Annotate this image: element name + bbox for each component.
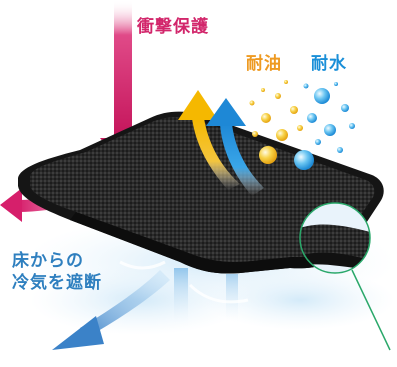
water-droplet-icon	[294, 82, 355, 170]
water-resistance-label: 耐水	[311, 54, 347, 74]
cold-insulation-label: 床からの 冷気を遮断	[12, 250, 102, 294]
oil-resistance-label: 耐油	[246, 54, 282, 74]
oil-droplet-icon	[249, 80, 303, 164]
cold-arrow-icon	[52, 260, 249, 350]
edge-magnifier-callout	[299, 202, 391, 351]
cold-insulation-line2: 冷気を遮断	[12, 273, 102, 293]
oil-arrow-icon	[178, 90, 240, 190]
floor-mat	[18, 111, 384, 274]
cold-insulation-line1: 床からの	[12, 251, 84, 271]
water-arrow-icon	[206, 98, 264, 196]
impact-protection-label: 衝撃保護	[137, 17, 209, 37]
